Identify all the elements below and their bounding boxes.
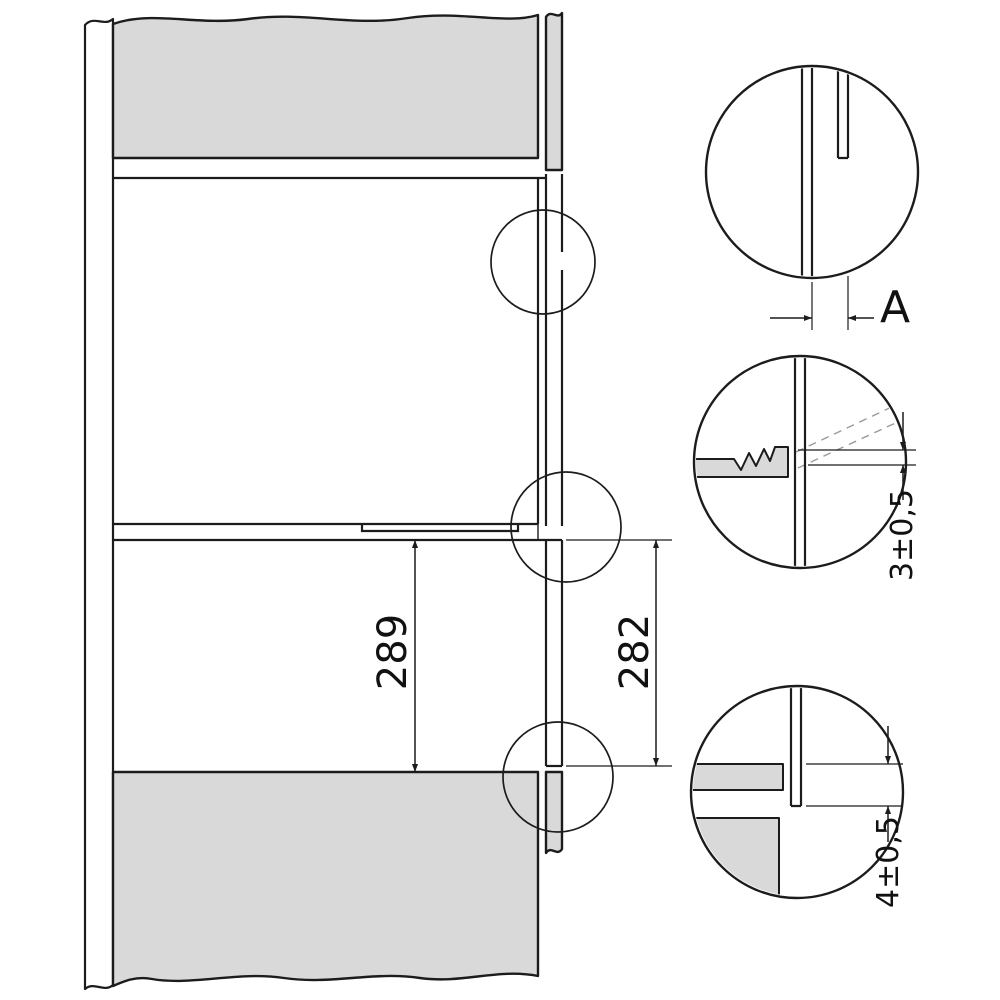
detail-view-shelf-gap: 3±0,5 bbox=[692, 354, 920, 581]
lower-niche-front-lines bbox=[544, 540, 564, 768]
intermediate-shelf bbox=[113, 522, 562, 542]
detail-bottom-label: 4±0,5 bbox=[871, 816, 906, 908]
dimension-289: 289 bbox=[370, 540, 419, 772]
detail-mid-dashed-1 bbox=[795, 403, 899, 453]
bottom-front-strip bbox=[544, 770, 564, 855]
detail-a-content bbox=[800, 68, 850, 276]
detail-a-circle bbox=[704, 64, 920, 280]
detail-bottom-circle bbox=[689, 684, 905, 900]
shelf-groove bbox=[360, 524, 520, 533]
dimension-289-label: 289 bbox=[370, 614, 416, 690]
detail-mid-circle bbox=[692, 354, 908, 570]
dimension-282: 282 bbox=[566, 539, 672, 767]
detail-mid-dashed-2 bbox=[797, 419, 903, 469]
dimension-282-label: 282 bbox=[612, 614, 658, 690]
top-front-strip bbox=[544, 11, 564, 172]
detail-bottom-content bbox=[693, 688, 803, 896]
upper-niche-front-lines bbox=[536, 174, 564, 526]
detail-bottom-shelf bbox=[693, 763, 784, 791]
detail-mid-content bbox=[696, 358, 903, 566]
bottom-cabinet-panel bbox=[111, 770, 540, 988]
detail-view-gap-a: A bbox=[704, 64, 920, 333]
detail-view-bottom-clearance: 4±0,5 bbox=[689, 684, 906, 908]
detail-bottom-base bbox=[693, 817, 780, 896]
detail-mid-shelf bbox=[696, 446, 789, 478]
detail-mid-label: 3±0,5 bbox=[885, 489, 920, 581]
detail-a-label: A bbox=[880, 282, 910, 333]
locator-circle-middle bbox=[510, 471, 622, 583]
left-side-panel bbox=[83, 17, 115, 991]
top-cabinet-panel bbox=[111, 13, 540, 160]
locator-circle-top bbox=[490, 209, 596, 315]
main-section-view: 289 282 bbox=[83, 11, 672, 991]
locator-circle-bottom bbox=[502, 721, 614, 833]
